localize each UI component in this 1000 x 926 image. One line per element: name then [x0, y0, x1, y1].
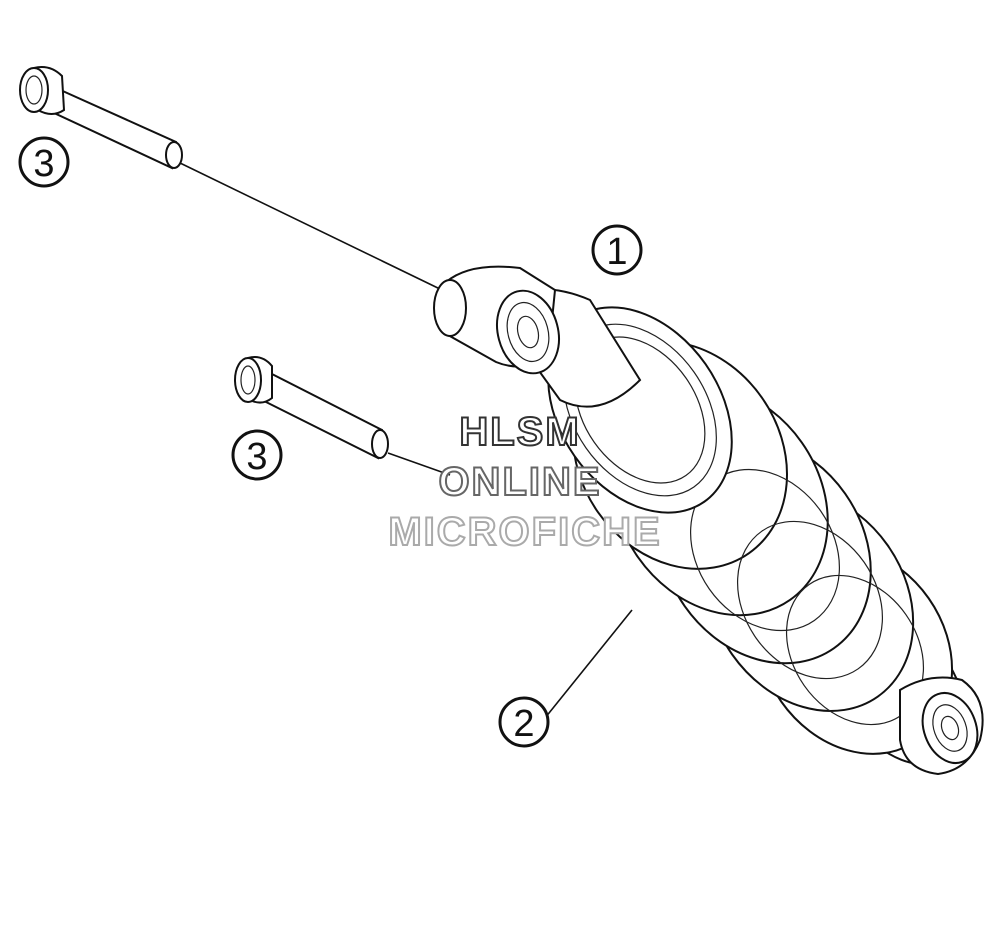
bolt-upper — [19, 66, 183, 170]
lower-eye — [899, 676, 984, 776]
callout-1: 1 — [591, 224, 643, 276]
callout-2: 2 — [498, 696, 550, 748]
bolt-lower — [234, 356, 389, 460]
watermark-line2: ONLINE — [438, 460, 601, 504]
leader-lines — [177, 161, 633, 719]
callout-3-lower-label: 3 — [246, 436, 267, 478]
callout-3-upper-label: 3 — [33, 143, 54, 185]
callout-3-lower: 3 — [231, 429, 283, 481]
upper-mount — [433, 265, 642, 408]
watermark: HLSM ONLINE MICROFICHE — [387, 409, 661, 555]
watermark-line1: HLSM — [459, 410, 580, 454]
callout-3-upper: 3 — [18, 136, 70, 188]
leader-part-2 — [544, 609, 633, 719]
bolt-axis-upper — [177, 161, 443, 291]
bolt-axis-lower — [387, 452, 451, 476]
callout-1-label: 1 — [606, 231, 627, 273]
watermark-line3: MICROFICHE — [388, 510, 661, 554]
callout-2-label: 2 — [513, 703, 534, 745]
